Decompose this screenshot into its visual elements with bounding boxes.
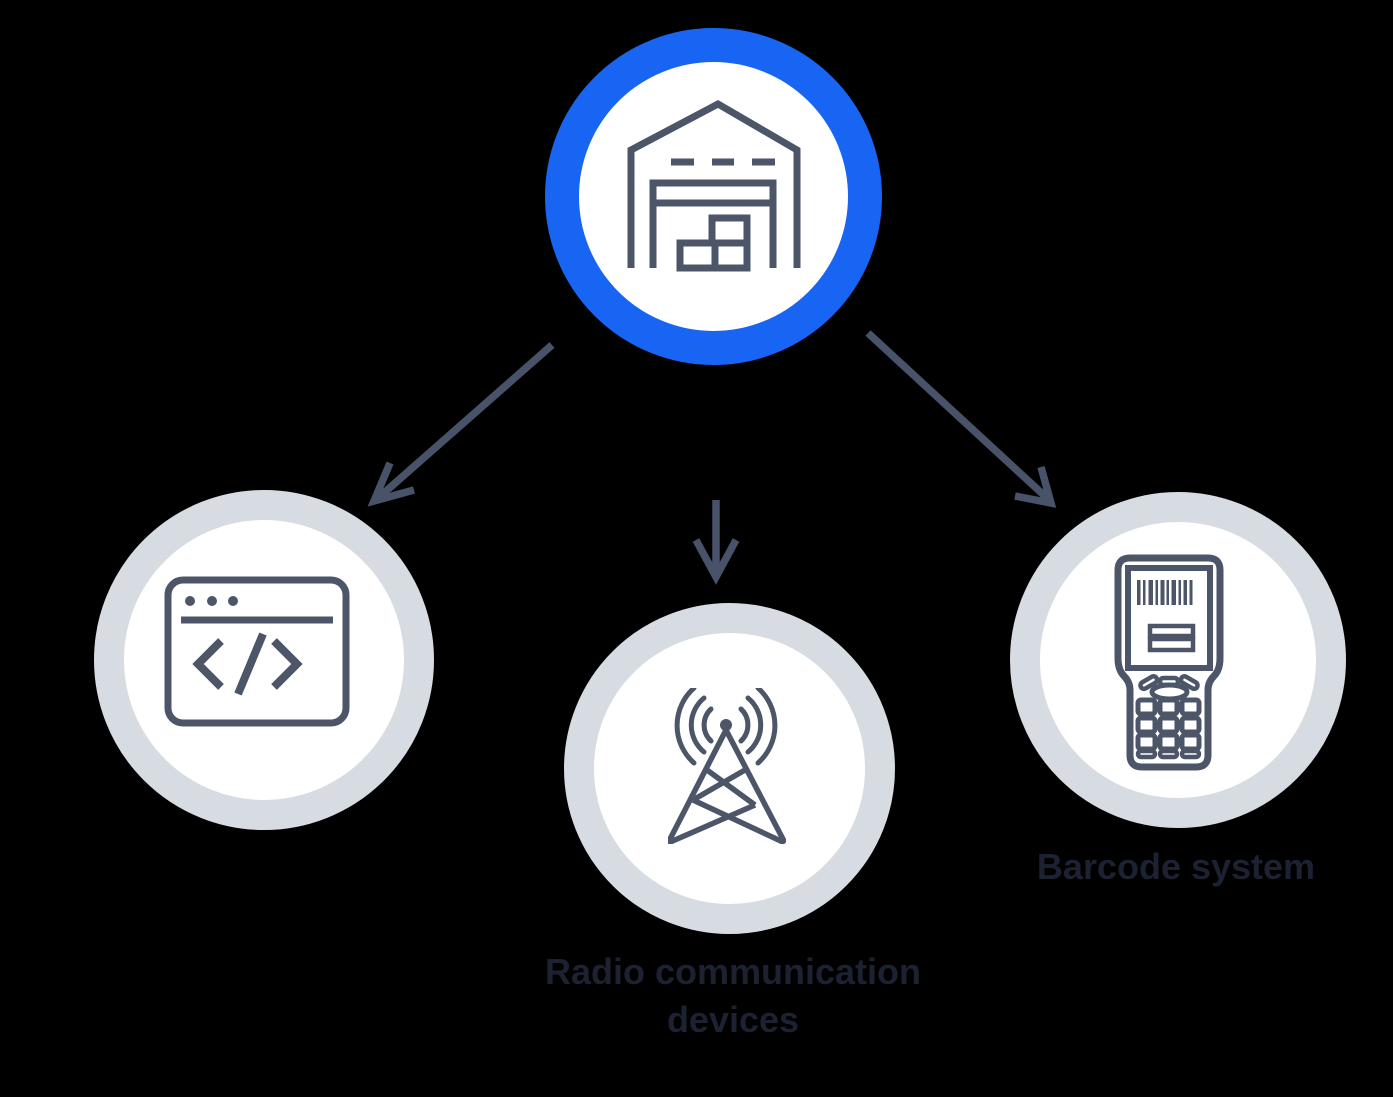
node-barcode-label: Barcode system — [1036, 846, 1316, 887]
barcode-scanner-icon — [1114, 554, 1224, 771]
arrow-warehouse-to-barcode — [865, 330, 1057, 508]
code-window-icon — [164, 576, 350, 727]
keypad — [1135, 697, 1202, 752]
node-radio-label: Radio communication devices — [544, 951, 922, 1040]
arrow-warehouse-to-radio — [692, 500, 740, 585]
warehouse-icon — [627, 99, 801, 272]
barcode-bars — [1137, 580, 1193, 605]
arrow-warehouse-to-code-window — [367, 342, 555, 507]
radio-tower-icon — [668, 688, 786, 844]
